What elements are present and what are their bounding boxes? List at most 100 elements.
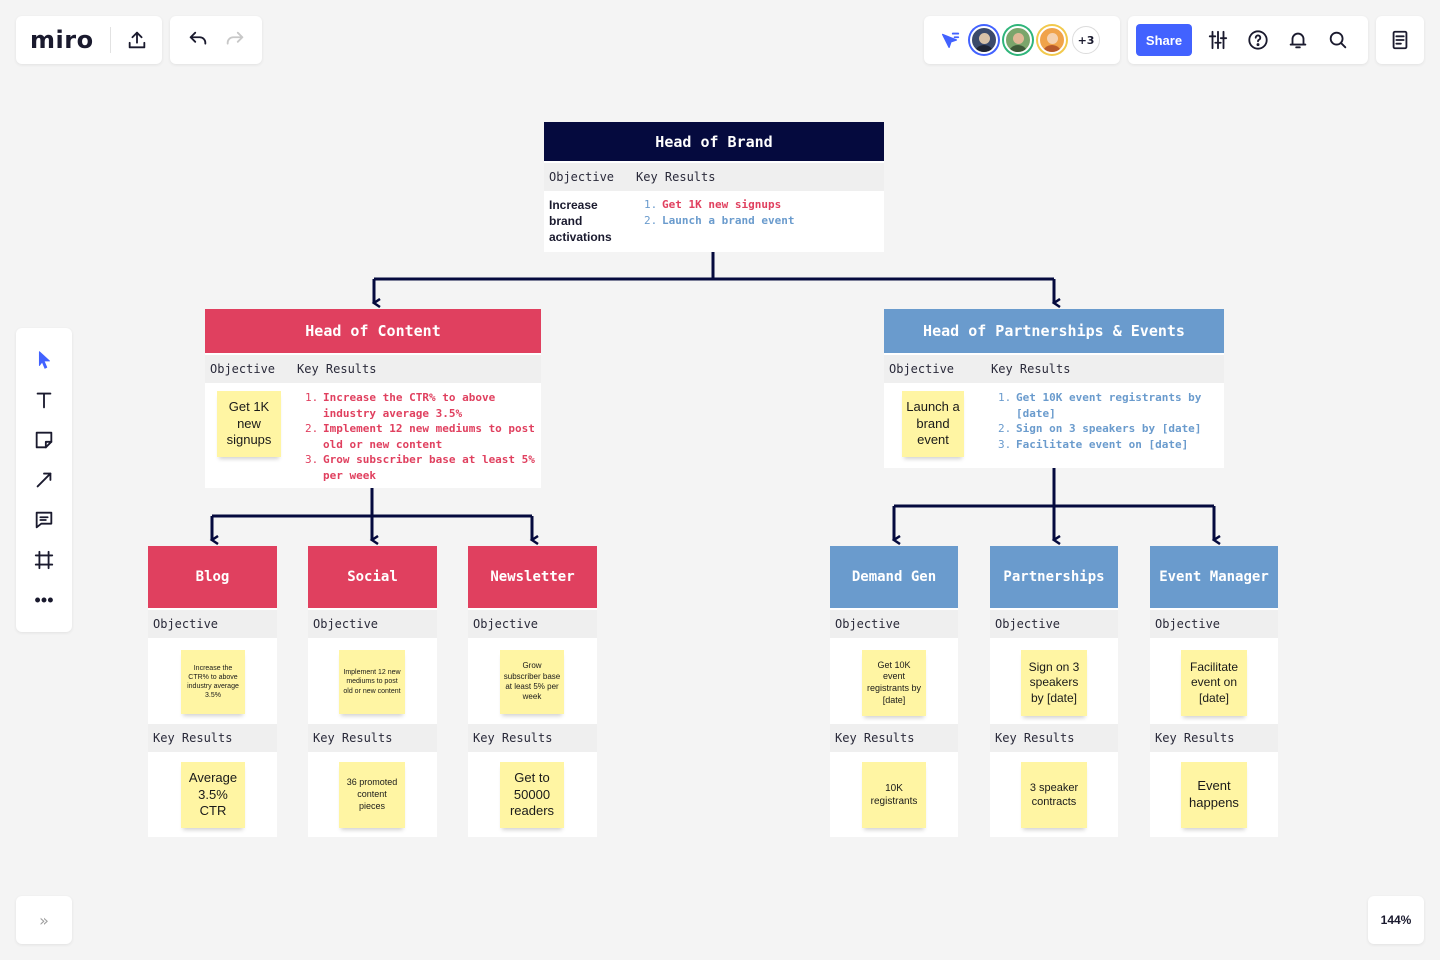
team-card-newsletter[interactable]: Newsletter Objective Grow subscriber bas… bbox=[468, 546, 597, 837]
more-collaborators-badge[interactable]: +3 bbox=[1072, 26, 1100, 54]
collaborator-avatar[interactable] bbox=[1038, 26, 1066, 54]
brand-key-results: 1.Get 1K new signups 2.Launch a brand ev… bbox=[644, 197, 879, 228]
key-results-label: Key Results bbox=[1155, 731, 1235, 745]
content-objective-sticky[interactable]: Get 1K new signups bbox=[217, 391, 281, 457]
notes-panel bbox=[1376, 16, 1424, 64]
team-card-title: Demand Gen bbox=[830, 546, 958, 608]
objective-sticky[interactable]: Grow subscriber base at least 5% per wee… bbox=[500, 650, 564, 714]
objective-label: Objective bbox=[1155, 617, 1221, 631]
line-icon[interactable] bbox=[30, 466, 58, 494]
objective-label: Objective bbox=[995, 617, 1061, 631]
key-result-sticky[interactable]: Event happens bbox=[1181, 762, 1247, 828]
team-card-partnerships[interactable]: Partnerships Objective Sign on 3 speaker… bbox=[990, 546, 1118, 837]
team-card-blog[interactable]: Blog Objective Increase the CTR% to abov… bbox=[148, 546, 277, 837]
partnerships-events-objective-sticky[interactable]: Launch a brand event bbox=[902, 391, 964, 457]
objective-label: Objective bbox=[153, 617, 219, 631]
comment-icon[interactable] bbox=[30, 506, 58, 534]
collaborator-avatar[interactable] bbox=[1004, 26, 1032, 54]
team-card-social[interactable]: Social Objective Implement 12 new medium… bbox=[308, 546, 437, 837]
key-results-label: Key Results bbox=[313, 731, 393, 745]
frame-icon[interactable] bbox=[30, 546, 58, 574]
more-icon[interactable] bbox=[30, 586, 58, 614]
objective-label: Objective bbox=[313, 617, 379, 631]
objective-label: Objective bbox=[835, 617, 901, 631]
key-results-row bbox=[1150, 724, 1278, 752]
key-result-sticky[interactable]: 36 promoted content pieces bbox=[339, 762, 405, 828]
key-result-item: 1.Increase the CTR% to above industry av… bbox=[305, 391, 496, 420]
key-result-item: 2.Launch a brand event bbox=[644, 213, 795, 227]
content-card[interactable]: Head of Content Objective Key Results Ge… bbox=[205, 309, 541, 488]
help-icon[interactable] bbox=[1244, 26, 1272, 54]
key-results-row bbox=[990, 724, 1118, 752]
team-card-title: Social bbox=[308, 546, 437, 608]
upload-icon[interactable] bbox=[126, 26, 148, 54]
brand-objective: Increase brand activations bbox=[549, 198, 612, 244]
zoom-level: 144% bbox=[1380, 913, 1412, 927]
objective-label: Objective bbox=[473, 617, 539, 631]
objective-sticky[interactable]: Increase the CTR% to above industry aver… bbox=[181, 650, 245, 714]
key-results-row bbox=[830, 724, 958, 752]
text-icon[interactable] bbox=[30, 386, 58, 414]
content-card-title: Head of Content bbox=[205, 309, 541, 353]
sticky-note-icon[interactable] bbox=[30, 426, 58, 454]
miro-logo[interactable]: miro bbox=[30, 26, 94, 54]
partnerships-events-key-results: 1.Get 10K event registrants by [date] 2.… bbox=[998, 390, 1220, 452]
objective-sticky[interactable]: Implement 12 new mediums to post old or … bbox=[339, 650, 405, 714]
bell-icon[interactable] bbox=[1284, 26, 1312, 54]
key-results-row bbox=[308, 724, 437, 752]
zoom-panel[interactable]: 144% bbox=[1368, 896, 1424, 944]
objective-sticky[interactable]: Facilitate event on [date] bbox=[1181, 650, 1247, 716]
key-result-item: 2.Sign on 3 speakers by [date] bbox=[998, 422, 1202, 435]
undo-icon[interactable] bbox=[184, 26, 211, 54]
redo-icon[interactable] bbox=[221, 26, 248, 54]
objective-row bbox=[1150, 610, 1278, 638]
key-results-label: Key Results bbox=[835, 731, 915, 745]
key-result-sticky[interactable]: 10K registrants bbox=[862, 762, 926, 828]
partnerships-events-card-title: Head of Partnerships & Events bbox=[884, 309, 1224, 353]
history-panel bbox=[170, 16, 262, 64]
notes-icon[interactable] bbox=[1386, 26, 1414, 54]
brand-objective-label: Objective bbox=[549, 170, 615, 184]
objective-row bbox=[148, 610, 277, 638]
key-result-item: 3.Grow subscriber base at least 5% per w… bbox=[305, 453, 535, 482]
main-menu-panel: miro bbox=[16, 16, 162, 64]
objective-sticky[interactable]: Sign on 3 speakers by [date] bbox=[1021, 650, 1087, 716]
team-card-demand-gen[interactable]: Demand Gen Objective Get 10K event regis… bbox=[830, 546, 958, 837]
key-result-sticky[interactable]: 3 speaker contracts bbox=[1021, 762, 1087, 828]
expand-panel-button[interactable]: » bbox=[16, 896, 72, 944]
cursor-follow-icon[interactable] bbox=[936, 26, 964, 54]
partnerships-events-kr-label: Key Results bbox=[991, 362, 1071, 376]
key-result-item: 1.Get 10K event registrants by [date] bbox=[998, 391, 1202, 420]
team-card-title: Blog bbox=[148, 546, 277, 608]
key-result-sticky[interactable]: Get to 50000 readers bbox=[500, 762, 564, 828]
search-icon[interactable] bbox=[1324, 26, 1352, 54]
select-icon[interactable] bbox=[30, 346, 58, 374]
key-result-item: 3.Facilitate event on [date] bbox=[998, 437, 1189, 451]
objective-row bbox=[308, 610, 437, 638]
partnerships-events-objective-label: Objective bbox=[889, 362, 955, 376]
brand-card-title: Head of Brand bbox=[544, 122, 884, 161]
share-button[interactable]: Share bbox=[1136, 24, 1192, 56]
key-result-item: 2.Implement 12 new mediums to post old o… bbox=[305, 422, 535, 451]
board-tools-panel: Share bbox=[1128, 16, 1368, 64]
partnerships-events-card[interactable]: Head of Partnerships & Events Objective … bbox=[884, 309, 1224, 468]
settings-sliders-icon[interactable] bbox=[1204, 26, 1232, 54]
brand-card[interactable]: Head of Brand Objective Key Results Incr… bbox=[544, 122, 884, 252]
content-key-results: 1.Increase the CTR% to above industry av… bbox=[305, 390, 535, 483]
key-results-label: Key Results bbox=[473, 731, 553, 745]
objective-row bbox=[990, 610, 1118, 638]
collaborator-avatar[interactable] bbox=[970, 26, 998, 54]
key-results-row bbox=[468, 724, 597, 752]
key-results-label: Key Results bbox=[995, 731, 1075, 745]
objective-row bbox=[468, 610, 597, 638]
content-card-header-row bbox=[205, 355, 541, 383]
objective-sticky[interactable]: Get 10K event registrants by [date] bbox=[862, 650, 926, 716]
key-result-sticky[interactable]: Average 3.5% CTR bbox=[181, 762, 245, 828]
key-results-row bbox=[148, 724, 277, 752]
brand-card-header-row bbox=[544, 163, 884, 191]
partnerships-events-header-row bbox=[884, 355, 1224, 383]
objective-row bbox=[830, 610, 958, 638]
team-card-event-manager[interactable]: Event Manager Objective Facilitate event… bbox=[1150, 546, 1278, 837]
collaborators-panel: +3 bbox=[924, 16, 1120, 64]
content-kr-label: Key Results bbox=[297, 362, 377, 376]
